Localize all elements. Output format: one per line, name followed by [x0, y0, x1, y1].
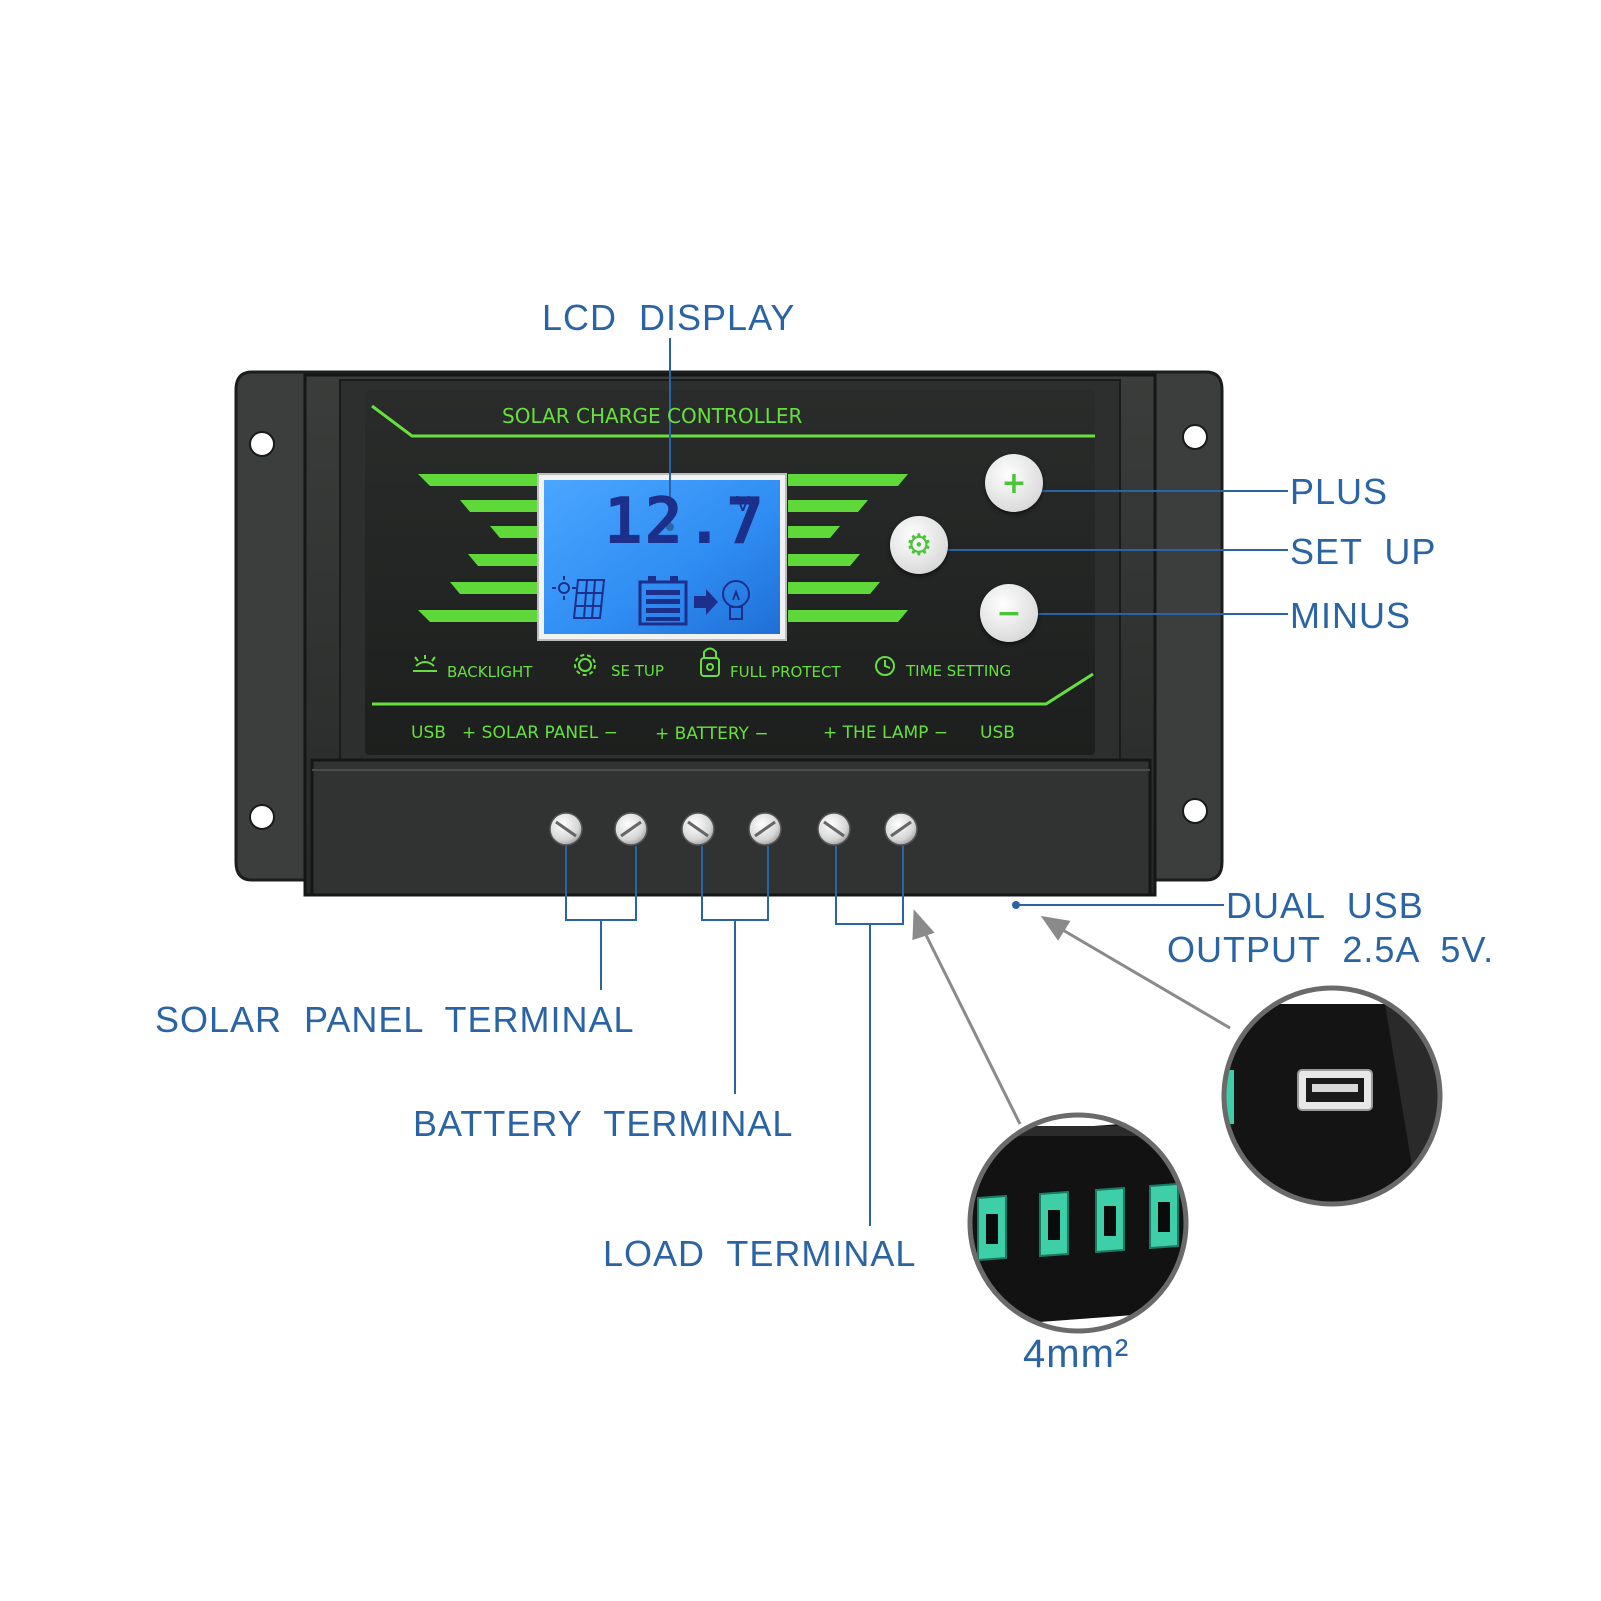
- lcd-voltage-readout: 12.7: [604, 485, 767, 559]
- leader-lines: [565, 338, 1288, 1226]
- callout-plus: PLUS: [1290, 471, 1389, 512]
- lcd-arrow-icon: [694, 589, 718, 615]
- function-icons: [413, 647, 895, 677]
- function-label-full-protect: FULL PROTECT: [730, 663, 841, 681]
- minus-button[interactable]: −: [980, 584, 1038, 642]
- lcd-side-stripes: [418, 474, 908, 622]
- port-label-usb-left: USB: [411, 723, 446, 743]
- port-label-solar-panel: + SOLAR PANEL −: [462, 723, 618, 743]
- screw-load-negative: [884, 812, 918, 846]
- zoom-terminal-detail: [967, 1112, 1189, 1334]
- controller-title: SOLAR CHARGE CONTROLLER: [502, 404, 803, 428]
- usb-port-icon: [1297, 1069, 1373, 1111]
- setup-button[interactable]: ⚙: [890, 516, 948, 574]
- port-label-battery: + BATTERY −: [655, 724, 769, 744]
- zoom-usb-detail: [1221, 985, 1443, 1207]
- callout-solar-panel-terminal: SOLAR PANEL TERMINAL: [155, 999, 635, 1040]
- callout-lcd-display: LCD DISPLAY: [542, 297, 796, 338]
- plus-button-glyph: +: [1001, 465, 1027, 501]
- terminal-screws: [549, 812, 918, 846]
- screw-solar-positive: [549, 812, 583, 846]
- panel-trim-lines: [371, 404, 1095, 706]
- minus-button-glyph: −: [996, 595, 1022, 631]
- mount-hole-top-right: [1182, 424, 1208, 450]
- callout-dual-usb-line2: OUTPUT 2.5A 5V.: [1167, 929, 1495, 970]
- gear-icon: [574, 654, 596, 676]
- function-label-time-setting: TIME SETTING: [906, 662, 1012, 680]
- callout-battery-terminal: BATTERY TERMINAL: [413, 1103, 794, 1144]
- callout-wire-size: 4mm²: [1023, 1332, 1130, 1376]
- callout-set-up: SET UP: [1290, 531, 1437, 572]
- callout-dual-usb-line1: DUAL USB: [1226, 885, 1424, 926]
- lcd-battery-icon: [638, 576, 688, 626]
- screw-battery-negative: [748, 812, 782, 846]
- function-label-setup: SE TUP: [611, 662, 664, 680]
- port-label-usb-right: USB: [980, 723, 1015, 743]
- shield-icon: [700, 647, 720, 677]
- mount-hole-bottom-left: [249, 804, 275, 830]
- screw-load-positive: [817, 812, 851, 846]
- backlight-icon: [413, 655, 437, 672]
- lcd-voltage-unit: V: [736, 492, 750, 516]
- setup-gear-icon: ⚙: [905, 527, 933, 563]
- lcd-bulb-icon: [722, 580, 750, 620]
- zoom-pointers: [912, 909, 1231, 1125]
- function-label-backlight: BACKLIGHT: [447, 663, 533, 681]
- clock-icon: [875, 656, 895, 676]
- mount-hole-bottom-right: [1182, 798, 1208, 824]
- screw-battery-positive: [681, 812, 715, 846]
- callout-load-terminal: LOAD TERMINAL: [603, 1233, 917, 1274]
- lcd-screen: [537, 473, 787, 641]
- plus-button[interactable]: +: [985, 454, 1043, 512]
- callout-minus: MINUS: [1290, 595, 1411, 636]
- mount-hole-top-left: [249, 431, 275, 457]
- screw-solar-negative: [614, 812, 648, 846]
- port-label-lamp: + THE LAMP −: [823, 723, 949, 743]
- lcd-solar-icon: [552, 576, 606, 619]
